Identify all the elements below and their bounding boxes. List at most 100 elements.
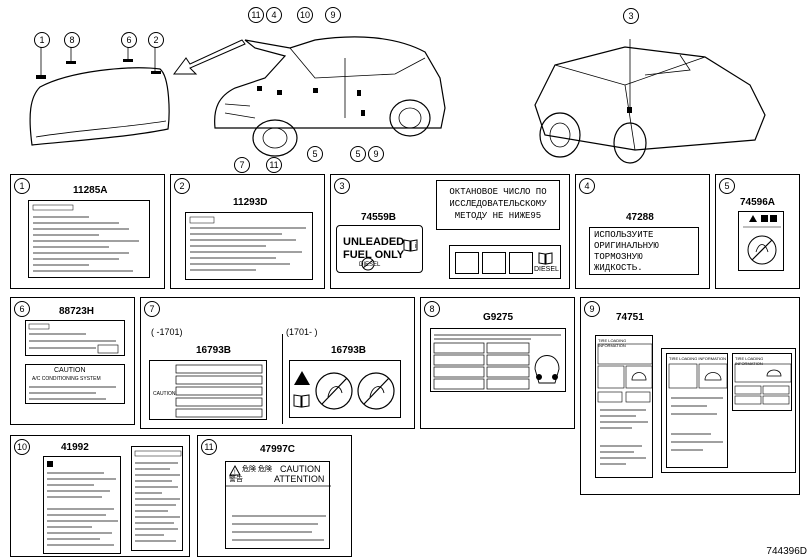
- panel-number-1: 1: [14, 178, 30, 194]
- panel-1: 1 11285A: [10, 174, 165, 289]
- label-11285A: [28, 200, 150, 278]
- callout-2: 2: [148, 32, 164, 48]
- label-47997C: ! 危険 危険 警告 CAUTION ATTENTION: [225, 461, 331, 549]
- panel-number-10: 10: [14, 439, 30, 455]
- attention-text-11: ATTENTION: [274, 474, 325, 484]
- unleaded-text: UNLEADED: [343, 236, 405, 248]
- part-number-16793B-b: 16793B: [331, 345, 367, 356]
- rear-car-illustration: [515, 25, 775, 170]
- part-number-74559B: 74559B: [361, 212, 397, 223]
- diesel-crossed-text: DIESEL: [359, 262, 381, 268]
- panel-number-4: 4: [579, 178, 595, 194]
- caution-text-6: CAUTION: [54, 367, 86, 374]
- ac-text-6: A/C CONDITIONING SYSTEM: [32, 376, 101, 382]
- part-number-11285A: 11285A: [73, 185, 108, 196]
- callout-7-bottom: 7: [234, 157, 250, 173]
- panel-10: 10 41992: [10, 435, 190, 557]
- jp-warning-text: 警告: [229, 476, 243, 483]
- panel-number-8: 8: [424, 301, 440, 317]
- octane-line-1: ОКТАНОВОЕ ЧИСЛО ПО: [449, 187, 547, 197]
- tire-label-tall: TIRE LOADING INFORMATION: [595, 335, 653, 478]
- callout-6: 6: [121, 32, 137, 48]
- tire-label-group: TIRE LOADING INFORMATION TIRE LOADING IN…: [661, 348, 796, 473]
- tire-title-3: TIRE LOADING INFORMATION: [735, 356, 764, 366]
- callout-8: 8: [64, 32, 80, 48]
- no-diesel-icon: [361, 257, 375, 271]
- label-88723H-top: [25, 320, 125, 356]
- part-number-88723H: 88723H: [59, 306, 95, 317]
- part-number-74596A: 74596A: [740, 197, 776, 208]
- part-number-16793B-a: 16793B: [196, 345, 232, 356]
- brake-line-2: ОРИГИНАЛЬНУЮ: [594, 241, 659, 251]
- diesel-label: DIESEL: [449, 245, 561, 279]
- panel-number-5: 5: [719, 178, 735, 194]
- callout-3-top: 3: [623, 8, 639, 24]
- jp-danger-text: 危険 危険: [242, 466, 272, 473]
- callout-1: 1: [34, 32, 50, 48]
- diesel-text: DIESEL: [534, 266, 559, 273]
- label-74596A: [738, 211, 784, 271]
- callout-11-top: 11: [248, 7, 264, 23]
- range-after-1701: (1701- ): [286, 327, 318, 337]
- callout-9-bottom: 9: [368, 146, 384, 162]
- part-number-41992: 41992: [61, 442, 89, 453]
- warning-triangle-icon: !: [229, 464, 241, 476]
- panel-7: 7 ( -1701) (1701- ) 16793B 16793B CAUTIO…: [140, 297, 415, 429]
- panel-number-7: 7: [144, 301, 160, 317]
- label-16793B-a: CAUTION: [149, 360, 267, 420]
- panel-number-9: 9: [584, 301, 600, 317]
- brake-line-4: ЖИДКОСТЬ.: [594, 263, 643, 273]
- callout-11-bottom: 11: [266, 157, 282, 173]
- panel-4: 4 47288 ИСПОЛЬЗУИТЕ ОРИГИНАЛЬНУЮ ТОРМОЗН…: [575, 174, 710, 289]
- range-before-1701: ( -1701): [151, 327, 183, 337]
- caution-text-11: CAUTION: [280, 464, 321, 474]
- panel-8: 8 G9275: [420, 297, 575, 429]
- panel-number-3: 3: [334, 178, 350, 194]
- label-G9275: [430, 328, 566, 392]
- tire-label-small: TIRE LOADING INFORMATION: [732, 353, 792, 411]
- octane-label: ОКТАНОВОЕ ЧИСЛО ПО ИССЛЕДОВАТЕЛЬСКОМУ МЕ…: [436, 180, 560, 230]
- label-11293D: [185, 212, 313, 280]
- panel-5: 5 74596A: [715, 174, 800, 289]
- manual-icon: i: [403, 239, 418, 252]
- callout-4-top: 4: [266, 7, 282, 23]
- panel-2: 2 11293D: [170, 174, 325, 289]
- callout-10-top: 10: [297, 7, 313, 23]
- svg-text:i: i: [415, 243, 417, 250]
- part-number-74751: 74751: [616, 312, 644, 323]
- part-number-11293D: 11293D: [233, 197, 268, 208]
- label-88723H-bottom: CAUTION A/C CONDITIONING SYSTEM: [25, 364, 125, 404]
- tire-title-1: TIRE LOADING INFORMATION: [598, 338, 627, 348]
- octane-line-3: МЕТОДУ НЕ НИЖЕ95: [454, 211, 542, 221]
- hood-illustration: [20, 25, 220, 165]
- panel-9: 9 74751 TIRE LOADING INFORMATION TIRE LO…: [580, 297, 800, 495]
- unleaded-label: UNLEADED FUEL ONLY DIESEL i: [336, 225, 423, 273]
- label-16793B-b: [289, 360, 401, 418]
- panel-11: 11 47997C ! 危険 危険 警告 CAUTION ATTENTION: [197, 435, 352, 557]
- caution-text-7: CAUTION: [153, 391, 176, 397]
- label-41992-b: [131, 446, 183, 551]
- tire-label-mid: TIRE LOADING INFORMATION: [666, 353, 728, 468]
- panel-number-11: 11: [201, 439, 217, 455]
- octane-line-2: ИССЛЕДОВАТЕЛЬСКОМУ: [449, 199, 547, 209]
- brake-line-3: ТОРМОЗНУЮ: [594, 252, 643, 262]
- hood-arrow: [173, 39, 246, 75]
- brake-fluid-label: ИСПОЛЬЗУИТЕ ОРИГИНАЛЬНУЮ ТОРМОЗНУЮ ЖИДКО…: [589, 227, 699, 275]
- tire-title-2: TIRE LOADING INFORMATION: [669, 356, 727, 361]
- callout-9-top: 9: [325, 7, 341, 23]
- panel-number-6: 6: [14, 301, 30, 317]
- panel-number-2: 2: [174, 178, 190, 194]
- front-car-illustration: [195, 18, 455, 168]
- panel-3: 3 ОКТАНОВОЕ ЧИСЛО ПО ИССЛЕДОВАТЕЛЬСКОМУ …: [330, 174, 570, 289]
- fuel-only-text: FUEL ONLY: [343, 249, 405, 261]
- diagram-code: 744396D: [766, 546, 807, 557]
- panel-7-divider: [282, 334, 283, 424]
- brake-line-1: ИСПОЛЬЗУИТЕ: [594, 230, 654, 240]
- part-number-47288: 47288: [626, 212, 654, 223]
- part-number-47997C: 47997C: [260, 444, 296, 455]
- manual-icon-diesel: [538, 252, 553, 265]
- label-41992-a: [43, 456, 121, 554]
- panel-6: 6 88723H CAUTION A/C CONDITIONING SYSTEM: [10, 297, 135, 425]
- callout-5-bottom-a: 5: [307, 146, 323, 162]
- svg-text:!: !: [234, 470, 236, 476]
